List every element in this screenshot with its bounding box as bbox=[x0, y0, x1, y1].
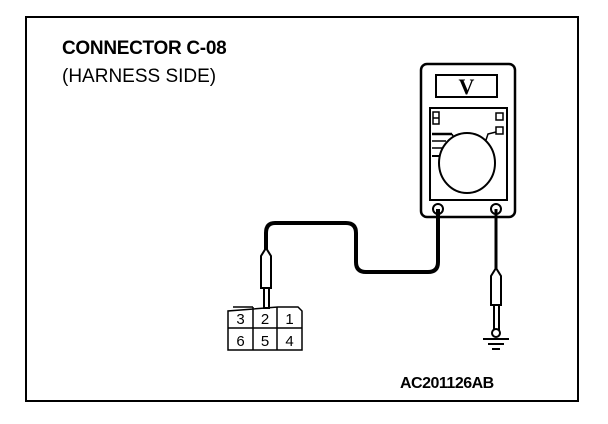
pin-1: 1 bbox=[285, 311, 293, 328]
test-lead-left bbox=[264, 209, 440, 274]
probe-right-icon bbox=[490, 266, 502, 338]
harness-side-label: (HARNESS SIDE) bbox=[62, 66, 217, 87]
diagram-frame bbox=[25, 16, 579, 402]
connector-title: CONNECTOR C-08 bbox=[62, 38, 227, 59]
pin-4: 4 bbox=[285, 333, 293, 350]
ground-icon bbox=[483, 338, 509, 350]
figure-code: AC201126AB bbox=[400, 375, 494, 392]
connector-c08: 3 2 1 6 5 4 bbox=[227, 306, 303, 351]
pin-6: 6 bbox=[236, 333, 244, 350]
pin-5: 5 bbox=[261, 333, 269, 350]
voltmeter-icon: V bbox=[419, 62, 517, 219]
pin-2: 2 bbox=[261, 311, 269, 328]
meter-display: V bbox=[459, 74, 475, 99]
pin-3: 3 bbox=[236, 311, 244, 328]
